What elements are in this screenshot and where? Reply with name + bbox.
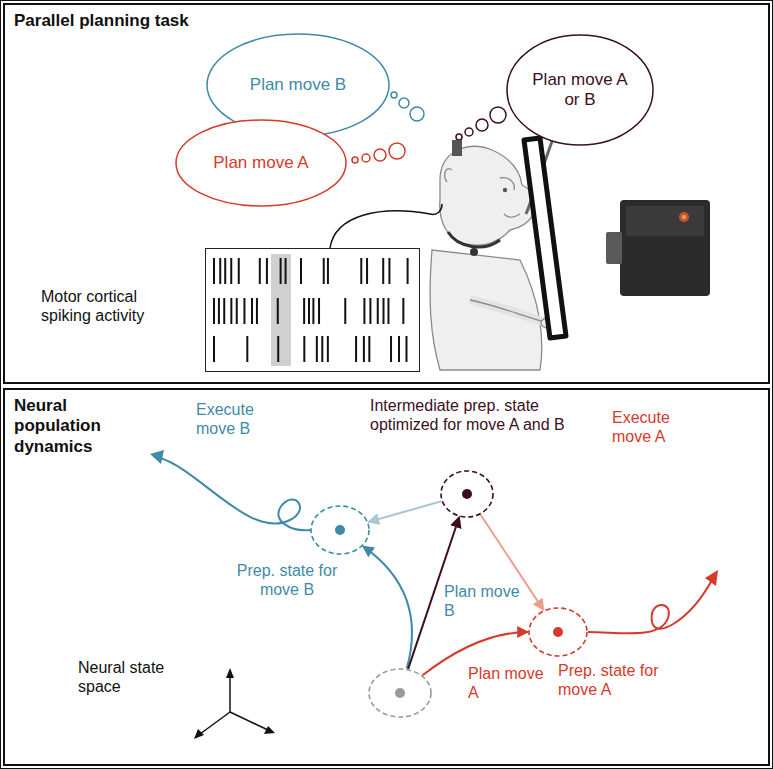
axis-label: Neural state space	[78, 658, 198, 696]
state-ellipse	[440, 470, 494, 518]
touch-screen	[524, 138, 566, 338]
spike-raster	[214, 258, 408, 362]
task-panel: Parallel planning taskPlan move B Plan mo…	[3, 3, 770, 384]
raster-box: Motor cortical spiking activity	[205, 248, 420, 372]
thought-trail	[456, 107, 506, 140]
arrow-head	[150, 450, 164, 464]
initial-state	[368, 668, 432, 718]
edge-label: Plan move B	[444, 582, 524, 620]
collar-tag	[470, 248, 478, 256]
state-label: Intermediate prep. state optimized for m…	[370, 396, 570, 434]
execute-label: Execute move A	[612, 408, 702, 446]
state-transition	[363, 546, 412, 668]
state-ellipse	[368, 668, 432, 718]
state-label: Prep. state for move A	[558, 661, 668, 699]
state-ellipse	[528, 607, 588, 657]
head-post	[452, 140, 462, 156]
execute-label: Execute move B	[196, 400, 286, 438]
state-label: Prep. state for move B	[232, 561, 342, 599]
state-transition	[368, 501, 441, 522]
bubble-text: Plan move A or B	[530, 70, 630, 111]
prep-state-a: Prep. state for move A	[528, 607, 588, 657]
recording-wire	[330, 204, 442, 248]
thought-trail	[391, 92, 424, 121]
thought-bubble: Plan move A	[175, 119, 347, 207]
bubble-text: Plan move A	[206, 153, 316, 173]
execute-trajectory	[160, 458, 311, 530]
state-space-axes	[194, 668, 275, 739]
thought-bubble: Plan move A or B	[506, 34, 654, 146]
thought-bubble: Plan move B	[206, 33, 390, 137]
collar	[448, 232, 500, 247]
camera	[606, 200, 710, 296]
bubble-text: Plan move B	[243, 75, 353, 95]
edge-label: Plan move A	[468, 664, 548, 702]
execute-trajectory	[588, 580, 712, 633]
arrow-head	[705, 570, 718, 586]
box-label: Motor cortical spiking activity	[41, 287, 191, 325]
panel-title: Neural population dynamics	[14, 396, 129, 457]
prep-state-b: Prep. state for move B	[310, 505, 370, 555]
panel-title: Parallel planning task	[14, 11, 314, 31]
state-ellipse	[310, 505, 370, 555]
highlight-bin	[271, 254, 291, 366]
thought-trail	[352, 143, 405, 163]
intermediate-state: Intermediate prep. state optimized for m…	[440, 470, 494, 518]
